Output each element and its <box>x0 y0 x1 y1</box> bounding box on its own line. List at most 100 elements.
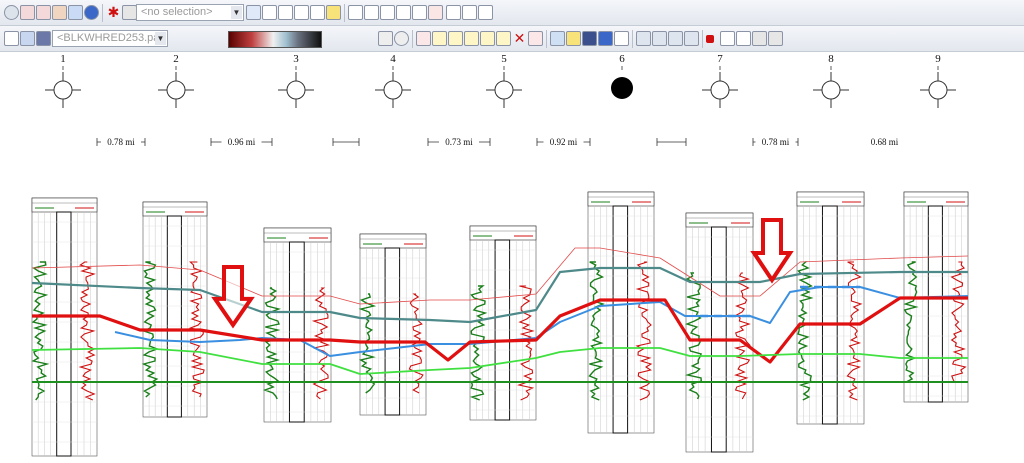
node-split-icon[interactable] <box>310 5 325 20</box>
palette-color-ramp[interactable] <box>228 31 322 48</box>
dry-well-symbol[interactable] <box>710 80 730 100</box>
group-icon[interactable] <box>668 31 683 46</box>
horizon-tool-icon[interactable] <box>416 31 431 46</box>
copy-icon[interactable] <box>752 31 767 46</box>
gamma-ray-curve <box>262 287 281 400</box>
distance-label-bg <box>439 136 479 147</box>
paste-page-icon[interactable] <box>364 5 379 20</box>
anchor-icon[interactable] <box>378 31 393 46</box>
v-icon[interactable] <box>36 31 51 46</box>
scatter-icon[interactable] <box>614 31 629 46</box>
bring-front-icon[interactable] <box>636 31 651 46</box>
fault-cut-icon[interactable] <box>432 31 447 46</box>
distance-label: 0.78 mi <box>107 137 135 147</box>
producing-well-symbol[interactable] <box>611 77 633 99</box>
well-number: 9 <box>935 53 941 65</box>
resistivity-curve <box>635 261 653 401</box>
curve-tool-icon[interactable] <box>446 5 461 20</box>
help-icon[interactable] <box>84 5 99 20</box>
red-marker[interactable] <box>32 296 968 364</box>
depth-track <box>56 211 72 457</box>
refresh-icon[interactable] <box>394 31 409 46</box>
angle-tool-icon[interactable] <box>396 5 411 20</box>
toolbar-separator <box>702 30 703 48</box>
red-arrow-icon <box>211 265 255 329</box>
list-icon[interactable] <box>4 31 19 46</box>
log-header <box>903 191 969 207</box>
map-view-icon[interactable] <box>68 5 83 20</box>
distance-label: 0.92 mi <box>550 137 578 147</box>
log-track-icon[interactable] <box>478 5 493 20</box>
well-number: 2 <box>173 53 179 65</box>
zoom-extent-icon[interactable] <box>20 5 35 20</box>
grid-icon[interactable] <box>20 31 35 46</box>
distance-label: 0.78 mi <box>762 137 790 147</box>
text-box-icon[interactable] <box>582 31 597 46</box>
resistivity-curve <box>733 272 751 400</box>
log-header <box>469 225 537 241</box>
wave-tool-icon[interactable] <box>448 31 463 46</box>
copy-page-icon[interactable] <box>348 5 363 20</box>
line-tool-icon[interactable] <box>412 5 427 20</box>
resistivity-curve <box>846 261 863 401</box>
resistivity-curve <box>78 261 96 401</box>
bar-dropdown-icon[interactable] <box>428 5 443 20</box>
send-back-icon[interactable] <box>652 31 667 46</box>
slash-tool-icon[interactable] <box>480 31 495 46</box>
undo-icon[interactable] <box>720 31 735 46</box>
red-arrow-icon <box>750 218 794 284</box>
dry-well-symbol[interactable] <box>821 80 841 100</box>
dry-well-symbol[interactable] <box>166 80 186 100</box>
zoom-window-icon[interactable] <box>36 5 51 20</box>
frame-line-icon[interactable] <box>550 31 565 46</box>
dry-well-symbol[interactable] <box>928 80 948 100</box>
distance-label: 0.73 mi <box>445 137 473 147</box>
main-toolbar: ✱ <no selection> ▼ <box>0 0 1024 26</box>
well-number: 6 <box>619 53 625 65</box>
back-icon[interactable] <box>4 5 19 20</box>
dry-well-symbol[interactable] <box>286 80 306 100</box>
teal-marker[interactable] <box>31 266 968 324</box>
well-number: 7 <box>717 53 723 65</box>
well-number: 4 <box>390 53 396 65</box>
redo-icon[interactable] <box>736 31 751 46</box>
asterisk-icon[interactable]: ✱ <box>107 4 120 20</box>
log-header <box>359 233 427 249</box>
node-edit-icon[interactable] <box>262 5 277 20</box>
secondary-toolbar: <BLKWHRED253.pal ▼ ✕ <box>0 26 1024 52</box>
toolbar-separator <box>412 30 413 48</box>
paste-icon[interactable] <box>768 31 783 46</box>
well-number: 8 <box>828 53 834 65</box>
fault-tool-icon[interactable] <box>462 5 477 20</box>
distance-label-bg <box>221 136 262 147</box>
dry-well-symbol[interactable] <box>494 80 514 100</box>
palette-dropdown[interactable]: <BLKWHRED253.pal ▼ <box>52 30 168 47</box>
delete-x-icon[interactable]: ✕ <box>513 30 526 46</box>
gamma-ray-curve <box>141 261 160 398</box>
arrow-tool-icon[interactable] <box>380 5 395 20</box>
image-box-icon[interactable] <box>598 31 613 46</box>
log-header <box>263 227 332 243</box>
hatch-tool-icon[interactable] <box>464 31 479 46</box>
node-move-icon[interactable] <box>294 5 309 20</box>
stop-icon[interactable] <box>706 35 714 43</box>
well-number: 1 <box>60 53 66 65</box>
marker-tool-icon[interactable] <box>326 5 341 20</box>
distance-label: 0.96 mi <box>228 137 256 147</box>
valley-tool-icon[interactable] <box>496 31 511 46</box>
node-add-icon[interactable] <box>278 5 293 20</box>
green-marker[interactable] <box>31 347 968 375</box>
pan-hand-icon[interactable] <box>52 5 67 20</box>
frame-fill-icon[interactable] <box>566 31 581 46</box>
palette-dropdown-value: <BLKWHRED253.pal <box>57 32 162 44</box>
dry-well-symbol[interactable] <box>383 80 403 100</box>
selection-dropdown[interactable]: <no selection> ▼ <box>136 4 244 21</box>
pointer-select-icon[interactable] <box>246 5 261 20</box>
dry-well-symbol[interactable] <box>53 80 73 100</box>
underline-icon[interactable] <box>122 5 137 20</box>
log-header <box>685 212 754 228</box>
number-tool-icon[interactable] <box>528 31 543 46</box>
ungroup-icon[interactable] <box>684 31 699 46</box>
